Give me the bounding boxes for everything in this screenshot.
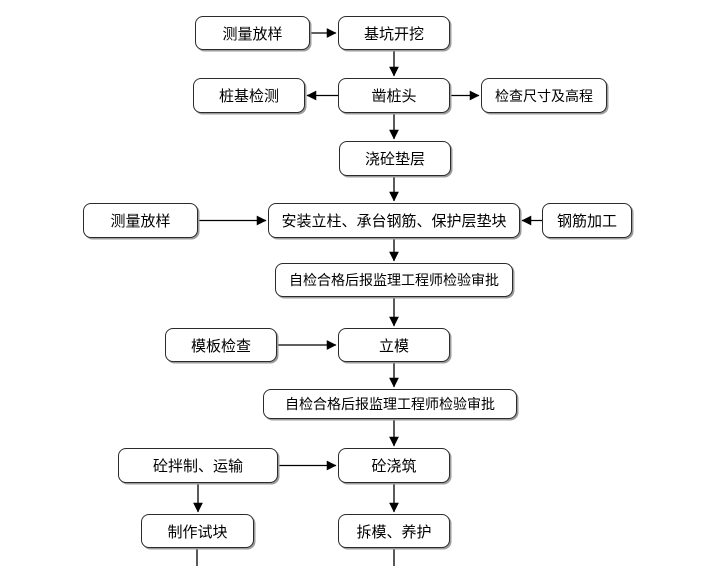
flow-node-concrete-pouring: 砼浇筑 xyxy=(338,448,450,483)
flow-node-formwork-removal-curing: 拆模、养护 xyxy=(338,514,450,548)
flow-node-pit-excavation: 基坑开挖 xyxy=(338,16,450,50)
flow-node-make-test-blocks: 制作试块 xyxy=(141,514,254,548)
flow-node-pile-foundation-test: 桩基检测 xyxy=(193,78,305,113)
flow-node-concrete-mixing-transport: 砼拌制、运输 xyxy=(118,448,278,483)
flow-node-self-check-report-supervisor-2: 自检合格后报监理工程师检验审批 xyxy=(263,389,517,419)
flow-node-pour-concrete-cushion: 浇砼垫层 xyxy=(339,141,451,176)
flow-node-self-check-report-supervisor-1: 自检合格后报监理工程师检验审批 xyxy=(275,263,513,297)
flow-node-formwork-inspection: 模板检查 xyxy=(165,328,277,362)
flow-node-chisel-pile-head: 凿桩头 xyxy=(338,78,450,113)
flow-node-check-dimensions-elevation: 检查尺寸及高程 xyxy=(481,78,607,113)
flow-node-survey-layout-2: 测量放样 xyxy=(83,203,198,238)
flow-node-erect-formwork: 立模 xyxy=(338,328,450,362)
flow-node-rebar-fabrication: 钢筋加工 xyxy=(542,203,632,238)
flow-node-survey-layout-1: 测量放样 xyxy=(195,16,310,50)
flow-node-install-column-rebar-spacers: 安装立柱、承台钢筋、保护层垫块 xyxy=(268,203,520,238)
